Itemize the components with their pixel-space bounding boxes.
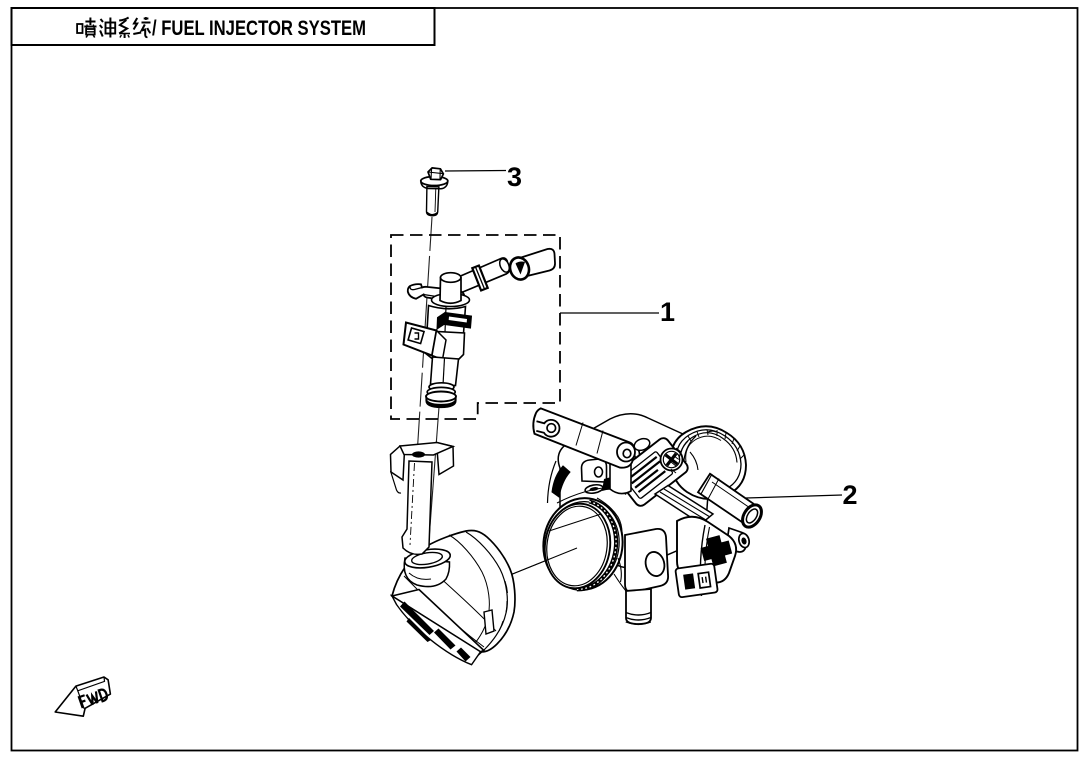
svg-text:3: 3: [507, 162, 522, 192]
svg-text:2: 2: [842, 480, 857, 510]
svg-text:/ FUEL INJECTOR SYSTEM: / FUEL INJECTOR SYSTEM: [152, 16, 366, 40]
svg-text:1: 1: [660, 297, 675, 327]
